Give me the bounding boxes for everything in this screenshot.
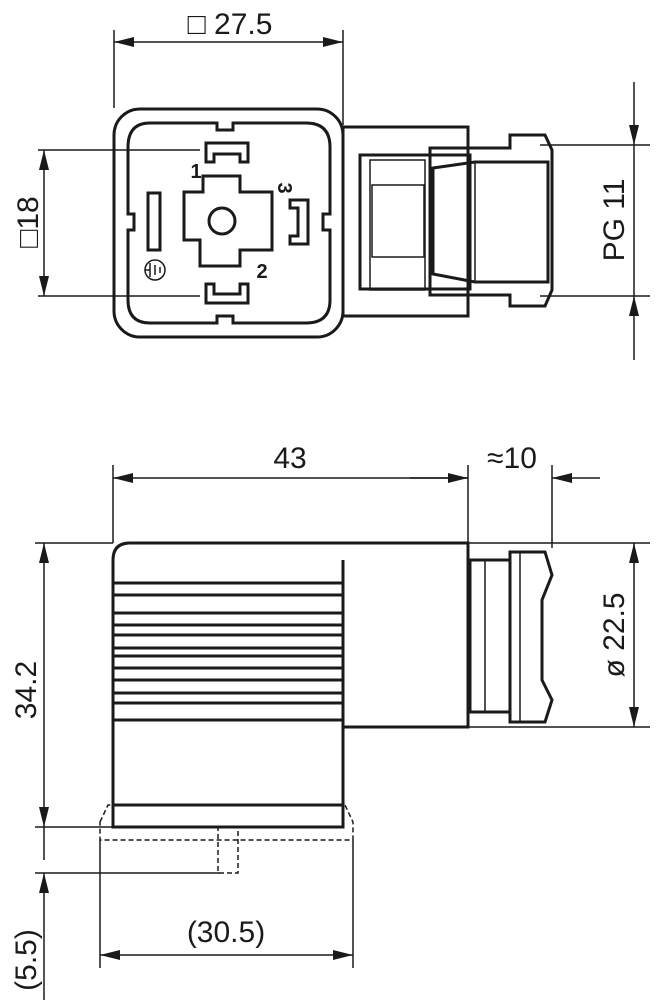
length-label: 43 [273, 442, 306, 475]
pin-length-label: (5.5) [10, 929, 43, 991]
pin-1-contact [204, 141, 250, 164]
pin-outline [217, 826, 239, 874]
earth-contact [146, 191, 162, 252]
coding-cross [182, 174, 274, 268]
width-label: □ 27.5 [188, 8, 273, 41]
pin-2-label: 2 [256, 261, 267, 283]
cable-gland-section [341, 125, 554, 318]
pin-3-contact [288, 198, 310, 246]
housing-side [111, 541, 470, 829]
gland-nut-side [468, 550, 554, 724]
pin-2-contact [204, 282, 250, 305]
thread-label: PG 11 [598, 179, 631, 262]
diameter-label: ø 22.5 [598, 592, 631, 677]
base-width-label: (30.5) [187, 916, 265, 949]
pin-spacing-label: □18 [12, 196, 45, 248]
earth-icon [144, 259, 166, 281]
pin-3-label: 3 [273, 182, 295, 193]
side-view: 43 ≈10 34.2 (5.5) ø 22.5 (30.5) [10, 442, 650, 1000]
pin-1-label: 1 [190, 161, 201, 183]
gland-length-label: ≈10 [487, 442, 537, 475]
top-view: □ 27.5 □18 1 2 3 PG 11 [12, 8, 650, 360]
base-outline [99, 804, 354, 841]
height-label: 34.2 [10, 661, 43, 719]
contact-face [126, 121, 332, 325]
